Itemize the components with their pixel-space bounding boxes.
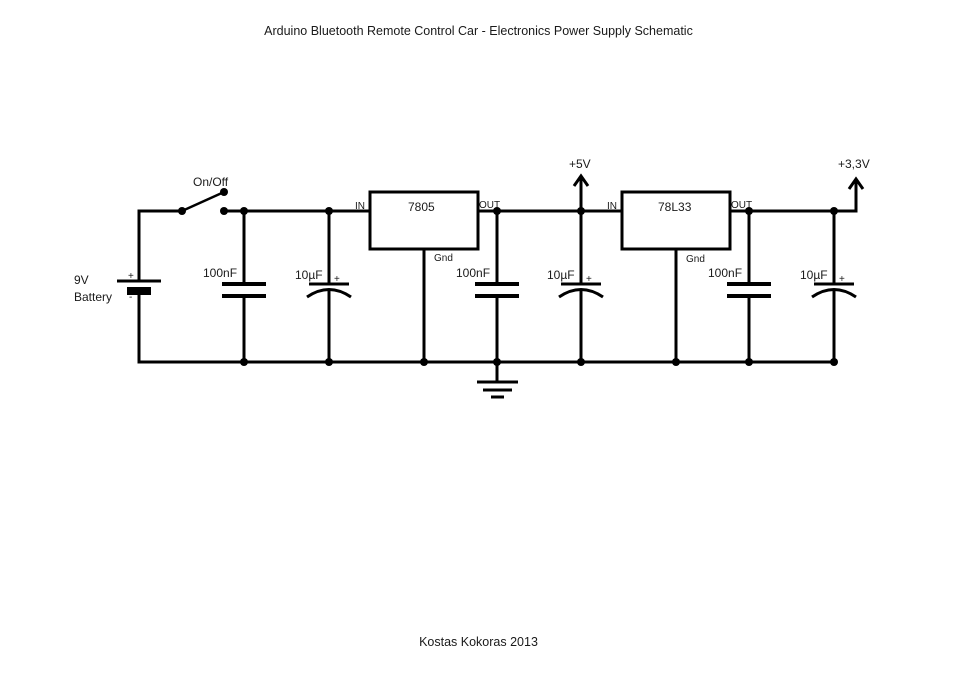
capacitor-polarity-label: + — [839, 274, 845, 285]
junctions — [178, 188, 838, 366]
regulator-7805-gnd-label: Gnd — [434, 253, 453, 264]
battery-voltage-label: 9V — [74, 273, 89, 287]
rail-5v-label: +5V — [569, 157, 591, 171]
capacitor-curved-plate — [558, 288, 604, 299]
junction-dot — [493, 207, 501, 215]
arrow-5v-icon — [572, 173, 590, 187]
capacitor-polarity-label: + — [334, 274, 340, 285]
junction-dot — [830, 207, 838, 215]
battery-minus-label: - — [129, 292, 132, 303]
junction-dot — [745, 207, 753, 215]
junction-dot — [745, 358, 753, 366]
regulator-7805-name: 7805 — [408, 200, 435, 214]
switch-lever — [180, 190, 226, 213]
switch-label: On/Off — [193, 175, 229, 189]
regulator-7805-out-label: OUT — [479, 200, 500, 211]
junction-dot — [493, 358, 501, 366]
regulator-7805-in-label: IN — [355, 201, 365, 212]
regulator-78l33-body — [620, 190, 732, 251]
ground-symbol-icon — [477, 380, 518, 399]
junction-dot — [240, 207, 248, 215]
junction-dot — [325, 207, 333, 215]
wire-battery-top — [137, 209, 184, 283]
capacitor-value-label: 10µF — [800, 268, 828, 282]
capacitor-curved-plate — [306, 288, 352, 299]
regulator-7805-body — [368, 190, 480, 251]
junction-dot — [830, 358, 838, 366]
author-credit: Kostas Kokoras 2013 — [419, 635, 538, 649]
schematic-title: Arduino Bluetooth Remote Control Car - E… — [264, 24, 693, 38]
capacitor-value-label: 100nF — [708, 266, 742, 280]
junction-dot — [577, 207, 585, 215]
capacitor-5: 100nF — [708, 211, 771, 362]
junction-dot — [420, 358, 428, 366]
switch-contact-dot — [178, 207, 186, 215]
junction-dot — [577, 358, 585, 366]
capacitor-4: 10µF + — [547, 211, 604, 362]
capacitor-polarity-label: + — [586, 274, 592, 285]
capacitor-6: 10µF + — [800, 211, 857, 362]
regulator-78l33-out-label: OUT — [731, 200, 752, 211]
capacitor-value-label: 100nF — [456, 266, 490, 280]
capacitor-curved-plate — [811, 288, 857, 299]
rail-3v3-label: +3,3V — [838, 157, 870, 171]
junction-dot — [325, 358, 333, 366]
capacitor-1: 100nF — [203, 211, 266, 362]
wire-3v3-rail — [728, 181, 858, 213]
capacitors-group: 100nF 10µF +100nF 10µF +100nF 10µF + — [203, 211, 857, 362]
junction-dot — [240, 358, 248, 366]
switch-contact-dot — [220, 188, 228, 196]
battery-plus-label: + — [128, 271, 134, 282]
regulator-78l33-in-label: IN — [607, 201, 617, 212]
battery-symbol-icon — [117, 279, 161, 295]
capacitor-value-label: 100nF — [203, 266, 237, 280]
arrow-3v3-icon — [847, 176, 865, 190]
switch-contact-dot — [220, 207, 228, 215]
regulator-78l33-gnd-label: Gnd — [686, 254, 705, 265]
junction-dot — [672, 358, 680, 366]
capacitor-value-label: 10µF — [547, 268, 575, 282]
capacitor-value-label: 10µF — [295, 268, 323, 282]
capacitor-2: 10µF + — [295, 211, 352, 362]
regulator-78l33-name: 78L33 — [658, 200, 692, 214]
battery-name-label: Battery — [74, 290, 112, 304]
capacitor-3: 100nF — [456, 211, 519, 362]
